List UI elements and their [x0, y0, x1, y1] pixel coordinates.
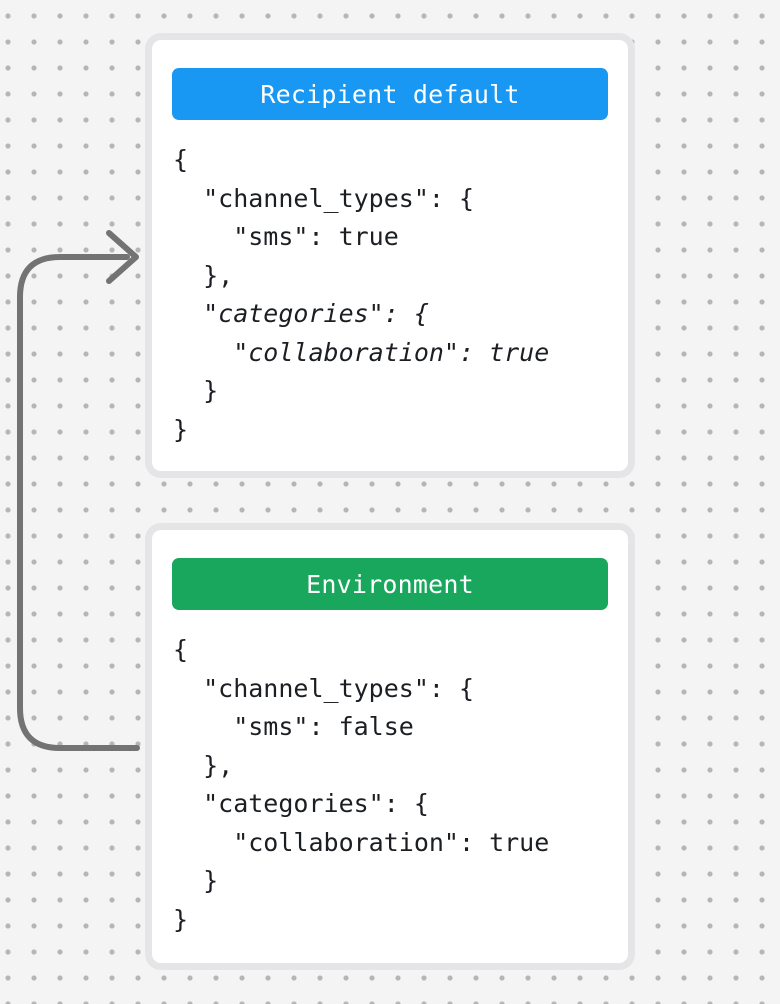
code-line: { [173, 635, 189, 664]
code-line: "collaboration": true [173, 337, 550, 367]
recipient-default-card: Recipient default { "channel_types": { "… [145, 33, 635, 478]
environment-title: Environment [306, 569, 474, 599]
code-line: } [173, 866, 219, 895]
code-line: "channel_types": { [173, 183, 475, 213]
code-line: "categories": { [173, 299, 429, 328]
code-line: } [173, 904, 189, 934]
code-line: }, [173, 750, 234, 780]
code-line: "sms": false [173, 712, 414, 741]
code-line: }, [173, 260, 234, 290]
environment-code-block: { "channel_types": { "sms": false }, "ca… [173, 631, 608, 939]
code-line: { [173, 145, 189, 174]
code-line: } [173, 414, 189, 444]
code-line: } [173, 376, 219, 405]
code-line: "collaboration": true [173, 827, 550, 857]
environment-header-badge: Environment [172, 558, 608, 610]
recipient-default-code-block: { "channel_types": { "sms": true }, "cat… [173, 141, 608, 449]
code-line: "categories": { [173, 789, 429, 818]
arrow-head-icon [106, 230, 139, 284]
recipient-default-header-badge: Recipient default [172, 68, 608, 120]
environment-card: Environment { "channel_types": { "sms": … [145, 523, 635, 970]
code-line: "channel_types": { [173, 673, 475, 703]
code-line: "sms": true [173, 222, 399, 251]
recipient-default-title: Recipient default [260, 79, 520, 109]
arrow-line [17, 254, 140, 751]
